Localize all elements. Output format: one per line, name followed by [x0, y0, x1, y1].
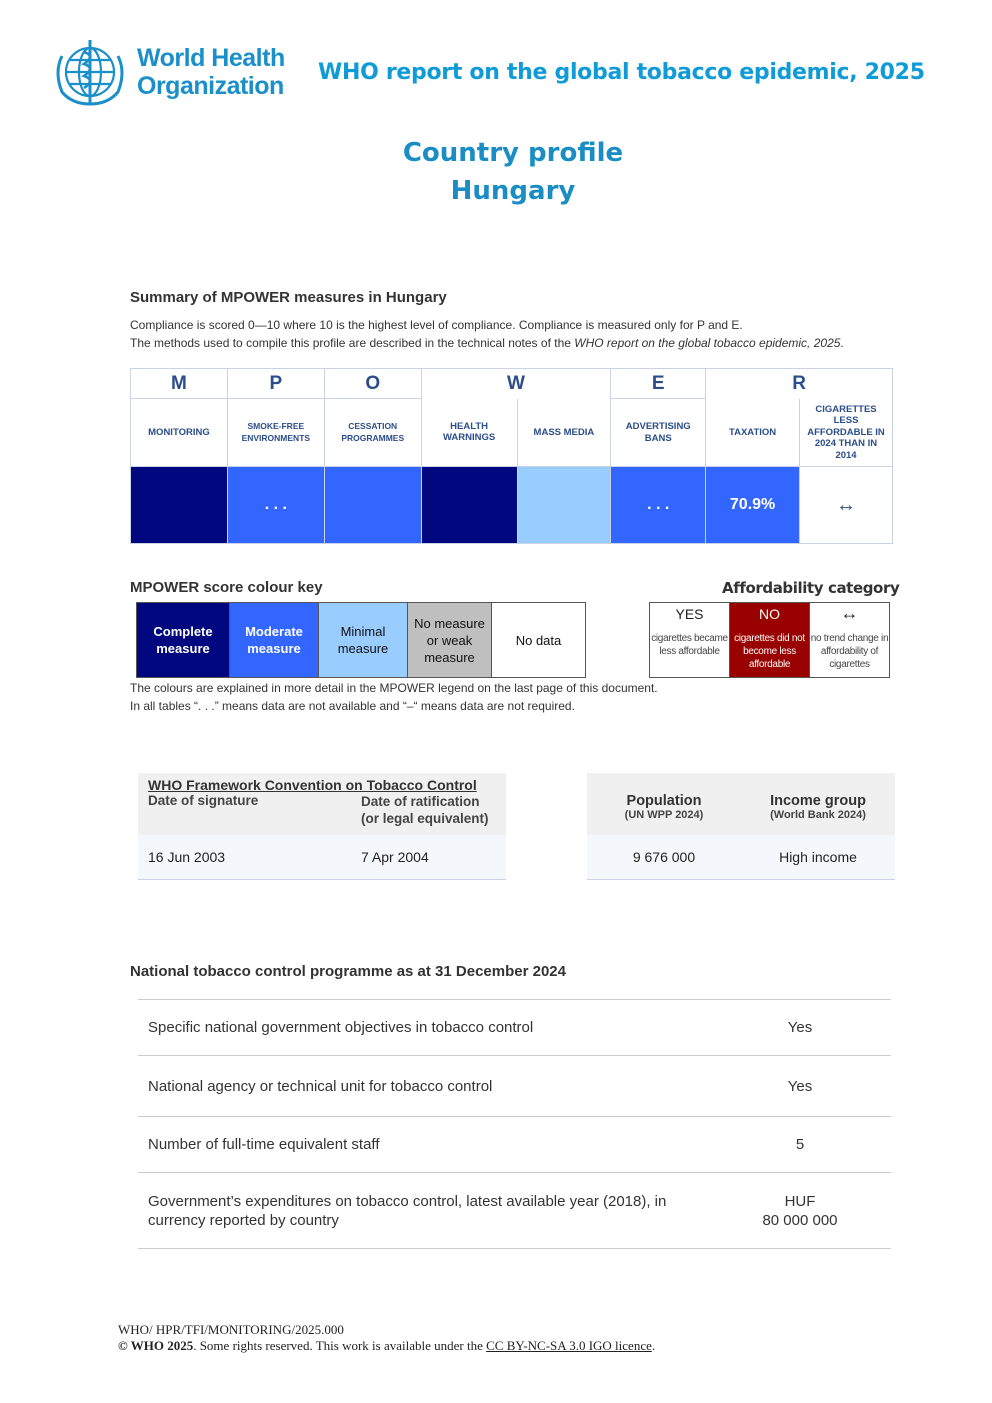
colour-key-heading: MPOWER score colour key [130, 579, 323, 596]
programme-value: Yes [709, 999, 891, 1056]
summary-note-1: Compliance is scored 0—10 where 10 is th… [130, 318, 743, 332]
fctc-table: WHO Framework Convention on Tobacco Cont… [138, 773, 506, 880]
key-no-measure: No measure or weak measure [407, 602, 492, 678]
value-affordability: ↔ [799, 466, 893, 544]
summary-note-2: The methods used to compile this profile… [130, 336, 844, 350]
population-table: Population (UN WPP 2024) Income group (W… [587, 773, 895, 880]
country-name: Hungary [450, 176, 576, 206]
afford-no-desc: cigarettes did not become less affordabl… [734, 633, 805, 670]
programme-label: Specific national government objectives … [138, 999, 709, 1056]
value-smoke-free: . . . [226, 466, 325, 544]
report-title: WHO report on the global tobacco epidemi… [318, 60, 925, 85]
value-taxation: 70.9% [705, 466, 801, 544]
afford-no: NO cigarettes did not become less afford… [729, 602, 810, 678]
signature-header: Date of signature [148, 793, 259, 808]
label-smoke-free: SMOKE-FREE ENVIRONMENTS [226, 398, 325, 467]
programme-label: National agency or technical unit for to… [138, 1055, 709, 1117]
mpower-label-row: MONITORING SMOKE-FREE ENVIRONMENTS CESSA… [130, 398, 893, 467]
key-no-data: No data [491, 602, 586, 678]
letter-e: E [610, 368, 707, 399]
label-advertising-bans: ADVERTISING BANS [610, 398, 707, 467]
programme-row: National agency or technical unit for to… [138, 1055, 891, 1117]
profile-heading: Country profile [402, 138, 624, 168]
population-value: 9 676 000 [587, 835, 741, 880]
affordability-key-table: YES cigarettes became less affordable NO… [649, 602, 890, 678]
label-cessation: CESSATION PROGRAMMES [323, 398, 422, 467]
label-monitoring: MONITORING [130, 398, 228, 467]
key-moderate: Moderate measure [229, 602, 319, 678]
programme-row: Number of full-time equivalent staff 5 [138, 1116, 891, 1173]
logo-line-1: World Health [137, 44, 285, 72]
value-advertising-bans: . . . [610, 466, 707, 544]
value-health-warnings [420, 466, 518, 544]
letter-w: W [420, 368, 612, 399]
programme-label: Government’s expenditures on tobacco con… [138, 1172, 709, 1249]
programme-value: HUF 80 000 000 [709, 1172, 891, 1249]
colour-key-table: Complete measure Moderate measure Minima… [136, 602, 586, 678]
colour-key-notes: The colours are explained in more detail… [130, 679, 658, 715]
label-mass-media: MASS MEDIA [516, 398, 612, 467]
fctc-title: WHO Framework Convention on Tobacco Cont… [148, 777, 477, 793]
profile-title: Country profile Hungary [0, 134, 992, 210]
key-minimal: Minimal measure [318, 602, 408, 678]
afford-trend: ↔ no trend change in affordability of ci… [809, 602, 890, 678]
value-cessation [323, 466, 422, 544]
summary-heading: Summary of MPOWER measures in Hungary [130, 289, 447, 306]
who-logo [52, 36, 282, 108]
programme-label: Number of full-time equivalent staff [138, 1116, 709, 1173]
label-health-warnings: HEALTH WARNINGS [420, 398, 518, 467]
afford-yes: YES cigarettes became less affordable [649, 602, 730, 678]
value-monitoring [130, 466, 228, 544]
label-taxation: TAXATION [705, 398, 801, 467]
label-affordability: CIGARETTES LESS AFFORDABLE IN 2024 THAN … [799, 398, 893, 467]
licence-link[interactable]: CC BY-NC-SA 3.0 IGO licence [486, 1338, 652, 1353]
mpower-letter-row: M P O W E R [130, 368, 893, 399]
key-complete: Complete measure [136, 602, 230, 678]
footer: WHO/ HPR/TFI/MONITORING/2025.000 © WHO 2… [118, 1322, 655, 1354]
who-logo-text: World Health Organization [137, 44, 285, 100]
copyright-line: © WHO 2025. Some rights reserved. This w… [118, 1338, 656, 1353]
income-header: Income group (World Bank 2024) [770, 793, 866, 821]
population-header: Population (UN WPP 2024) [624, 793, 704, 821]
letter-m: M [130, 368, 228, 399]
afford-yes-desc: cigarettes became less affordable [651, 633, 728, 657]
who-emblem-icon [56, 40, 124, 106]
mpower-summary-table: M P O W E R MONITORING SMOKE-FREE ENVIRO… [130, 368, 893, 544]
afford-yes-label: YES [675, 606, 704, 622]
letter-p: P [226, 368, 325, 399]
signature-date: 16 Jun 2003 [138, 835, 351, 880]
programme-value: Yes [709, 1055, 891, 1117]
programme-value: 5 [709, 1116, 891, 1173]
colour-note-1: The colours are explained in more detail… [130, 681, 658, 695]
logo-line-2: Organization [137, 72, 284, 100]
affordability-heading: Affordability category [722, 579, 900, 597]
income-value: High income [741, 835, 895, 880]
letter-o: O [323, 368, 422, 399]
letter-r: R [705, 368, 893, 399]
afford-trend-desc: no trend change in affordability of ciga… [810, 633, 889, 670]
afford-trend-label: ↔ [840, 603, 859, 623]
afford-no-label: NO [759, 606, 780, 622]
programme-heading: National tobacco control programme as at… [130, 963, 566, 980]
programme-table: Specific national government objectives … [138, 999, 891, 1249]
programme-row: Government’s expenditures on tobacco con… [138, 1172, 891, 1249]
document-code: WHO/ HPR/TFI/MONITORING/2025.000 [118, 1322, 344, 1337]
colour-note-2: In all tables “. . .” means data are not… [130, 699, 575, 713]
mpower-value-row: . . . . . . 70.9% ↔ [130, 466, 893, 544]
value-mass-media [516, 466, 612, 544]
ratification-date: 7 Apr 2004 [351, 835, 506, 880]
summary-note: Compliance is scored 0—10 where 10 is th… [130, 316, 844, 352]
ratification-header: Date of ratification (or legal equivalen… [361, 794, 489, 826]
programme-row: Specific national government objectives … [138, 999, 891, 1056]
